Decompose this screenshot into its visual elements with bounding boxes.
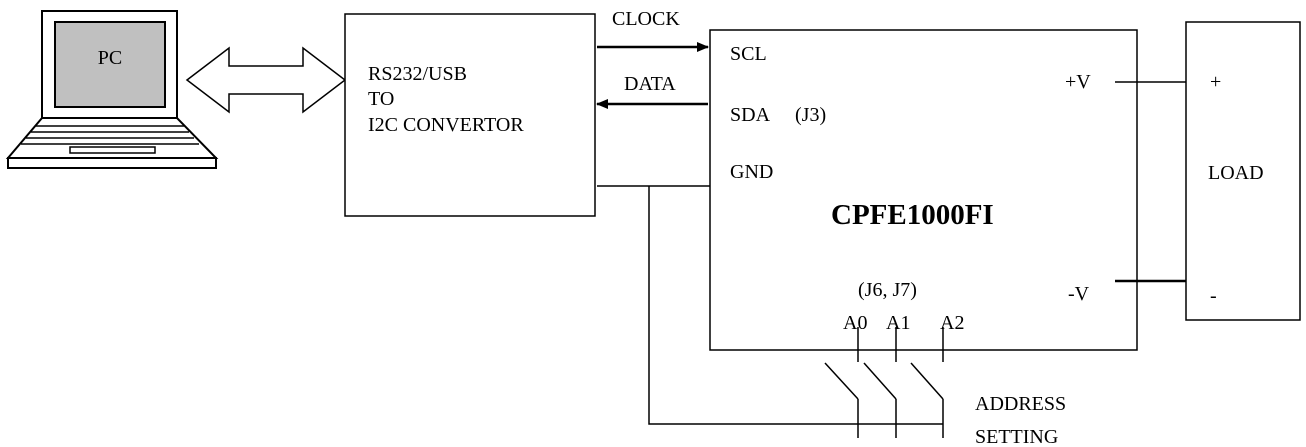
gnd-label: GND [730, 161, 773, 183]
minus-v-label: -V [1068, 283, 1090, 305]
jumpers-label: (J6, J7) [858, 279, 917, 301]
j3-label: (J3) [795, 104, 826, 126]
clock-label: CLOCK [612, 8, 680, 30]
module-box [709, 29, 1138, 351]
plus-v-label: +V [1065, 71, 1091, 93]
module-name: CPFE1000FI [831, 199, 994, 231]
pc-label: PC [98, 47, 122, 69]
load-minus-label: - [1210, 285, 1217, 307]
bidirectional-arrow-icon [185, 46, 347, 114]
a1-label: A1 [886, 312, 910, 334]
converter-label-line2: TO [368, 88, 394, 110]
load-box [1185, 21, 1301, 321]
data-label: DATA [624, 73, 676, 95]
a0-label: A0 [843, 312, 867, 334]
scl-label: SCL [730, 43, 767, 65]
converter-box [344, 13, 596, 217]
load-label: LOAD [1208, 162, 1264, 184]
address-label-line2: SETTING [975, 426, 1058, 447]
a2-label: A2 [940, 312, 964, 334]
address-switch-wiring [648, 186, 944, 438]
load-plus-label: + [1210, 71, 1221, 93]
sda-label: SDA [730, 104, 771, 126]
address-label-line1: ADDRESS [975, 393, 1066, 415]
converter-label-line3: I2C CONVERTOR [368, 114, 524, 136]
converter-label-line1: RS232/USB [368, 63, 467, 85]
laptop-icon [5, 10, 219, 169]
